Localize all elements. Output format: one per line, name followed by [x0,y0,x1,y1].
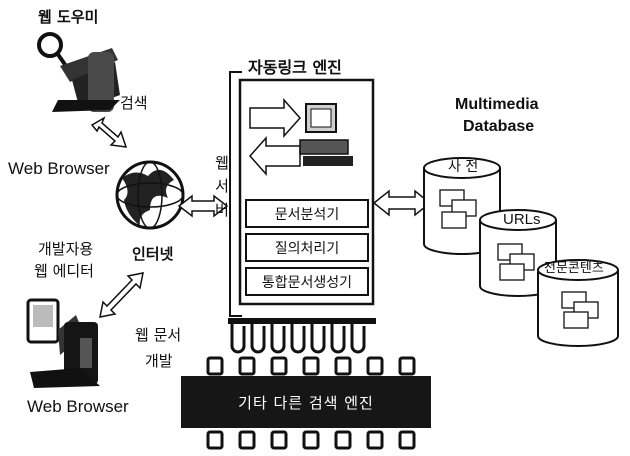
editor-double-arrow [100,273,143,317]
database-urls-label: URLs [503,212,541,227]
web-helper-user-icon [39,34,120,112]
web-server-char: 서 [213,175,231,198]
engine-database-double-arrow [374,191,430,215]
multimedia-db-title-line1: Multimedia [455,97,539,113]
web-server-char: 버 [213,199,231,222]
web-server-label: 웹 서 버 [213,152,231,222]
database-expert-contents-label: 전문콘텐츠 [544,262,604,275]
search-label: 검색 [120,96,148,111]
dev-editor-label-line2: 웹 에디터 [34,264,94,279]
auto-link-engine-title: 자동링크 엔진 [248,60,342,76]
chain-links-middle [208,358,414,374]
database-dictionary-label: 사 전 [448,160,478,174]
dev-editor-label-line1: 개발자용 [38,242,93,257]
engine-module-document-analyzer: 문서분석기 [245,199,369,228]
engine-module-integrated-doc-generator: 통합문서생성기 [245,267,369,296]
engine-module-query-processor: 질의처리기 [245,233,369,262]
chain-links-bottom [208,432,414,448]
web-browser-bottom-label: Web Browser [27,398,129,415]
web-browser-top-label: Web Browser [8,160,110,177]
developer-pda-icon [28,300,100,388]
globe-icon [117,162,183,228]
search-double-arrow [92,118,126,147]
web-doc-label-line2: 개발 [145,354,173,369]
web-server-char: 웹 [213,152,231,175]
internet-label: 인터넷 [132,247,173,262]
chain-links-top [228,318,376,352]
other-search-engines-box: 기타 다른 검색 엔진 [181,376,431,428]
web-doc-label-line1: 웹 문서 [135,328,181,343]
web-helper-label: 웹 도우미 [38,10,98,25]
engine-flow-arrows [250,100,300,174]
multimedia-db-title-line2: Database [463,119,534,135]
computer-icon [300,104,353,166]
